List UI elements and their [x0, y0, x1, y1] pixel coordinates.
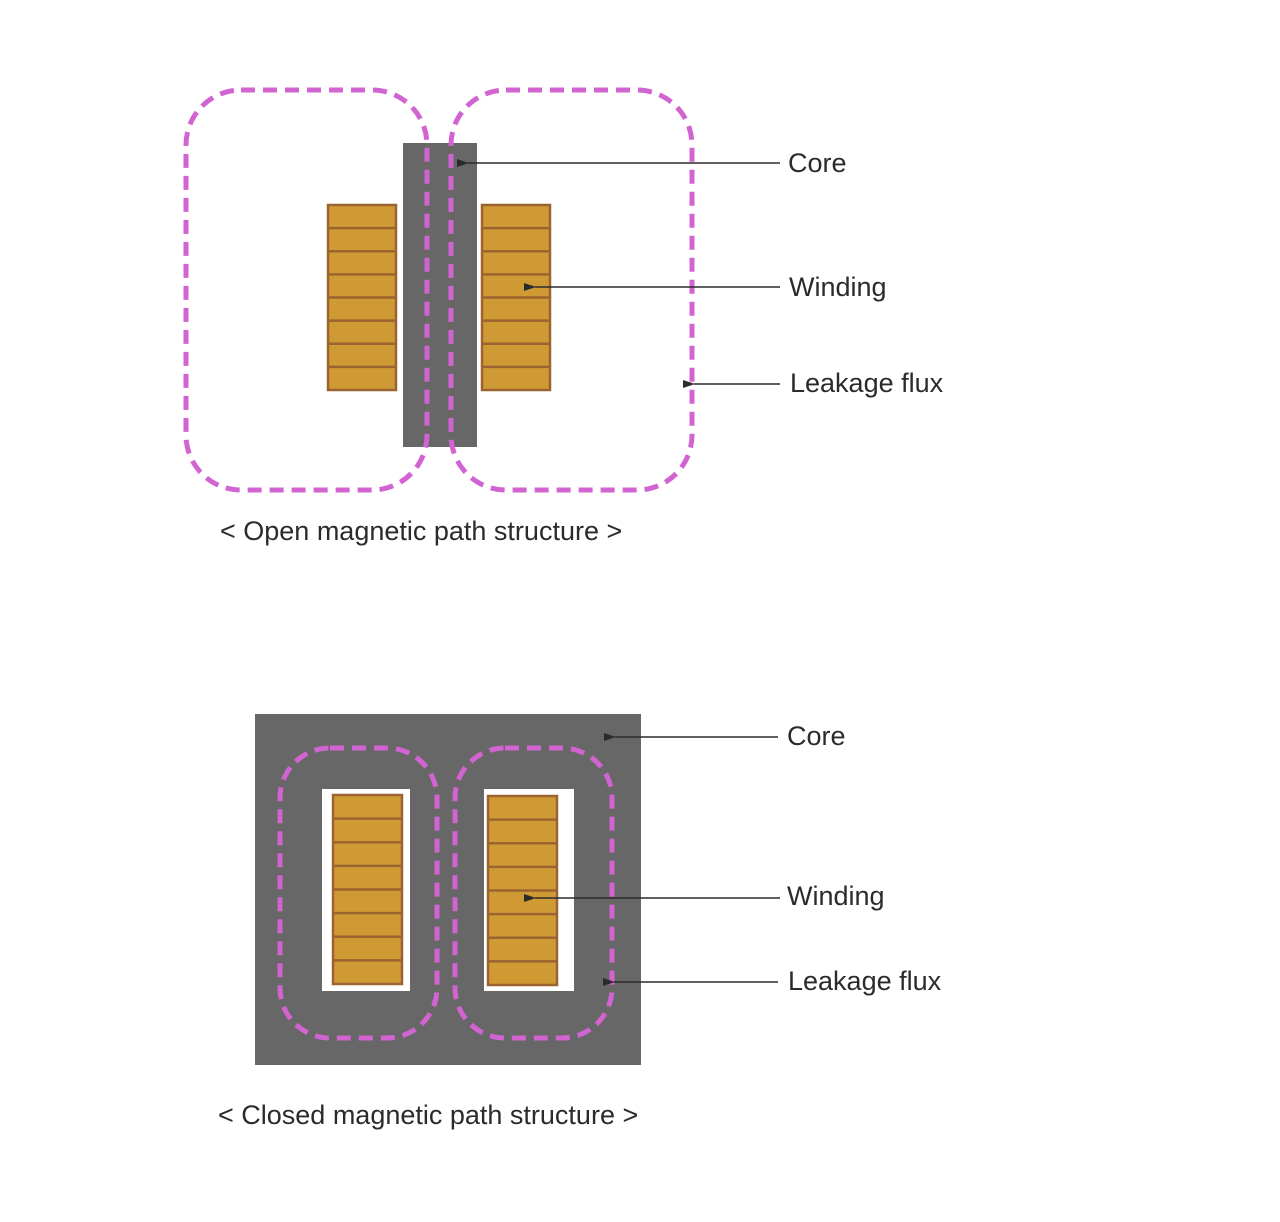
closed-core-label: Core [787, 721, 846, 751]
closed-winding-left [331, 793, 404, 986]
open-winding-right [480, 203, 552, 392]
open-winding-left [326, 203, 398, 392]
open-leakage-flux-left [183, 87, 430, 493]
closed-leakage-flux-right [452, 745, 615, 1041]
closed-leakage-flux-label: Leakage flux [788, 966, 942, 996]
open-core [403, 143, 477, 447]
open-structure-caption: < Open magnetic path structure > [220, 516, 622, 546]
closed-winding-right [486, 794, 559, 987]
open-leakage-flux-right [448, 87, 695, 493]
open-structure: Core Winding Leakage flux < Open magneti… [183, 87, 944, 546]
closed-structure-caption: < Closed magnetic path structure > [218, 1100, 638, 1130]
open-winding-label: Winding [789, 272, 887, 302]
open-core-label: Core [788, 148, 847, 178]
open-leakage-flux-label: Leakage flux [790, 368, 944, 398]
closed-winding-label: Winding [787, 881, 885, 911]
closed-core [255, 714, 641, 1065]
closed-structure: Core Winding Leakage flux < Closed magne… [218, 714, 942, 1130]
closed-leakage-flux-left [277, 745, 440, 1041]
